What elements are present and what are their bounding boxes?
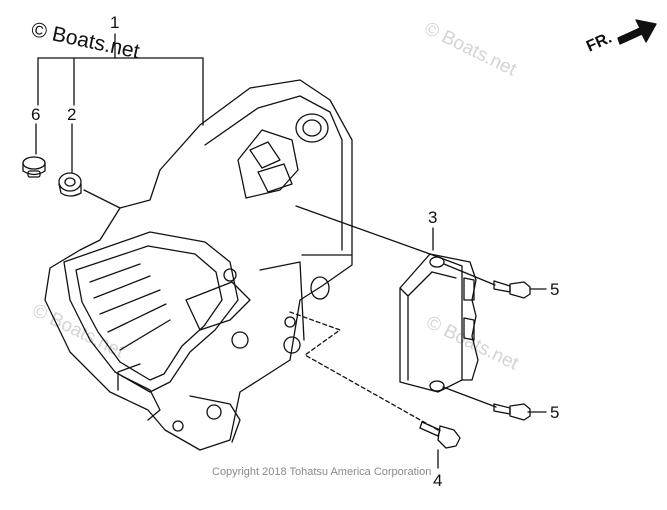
callout-3: 3 (428, 208, 438, 227)
part-6-plug (22, 156, 46, 178)
part-2-grommet (58, 172, 82, 197)
callout-5-lower: 5 (550, 403, 560, 422)
callout-2: 2 (67, 105, 77, 124)
direction-arrow-icon (617, 19, 657, 45)
part-5-bolt-upper (493, 280, 531, 299)
leader-3-to-body (295, 205, 431, 255)
callout-5-upper: 5 (550, 280, 560, 299)
callout-1: 1 (110, 13, 120, 32)
callout-6: 6 (31, 105, 41, 124)
copyright-notice: Copyright 2018 Tohatsu America Corporati… (212, 466, 432, 478)
part-1-housing (44, 79, 353, 451)
leader-2-to-body (83, 189, 121, 209)
callout-4: 4 (433, 471, 443, 490)
part-5-bolt-lower (493, 403, 531, 421)
part-4-bolt (419, 421, 461, 449)
callout-1-bracket (37, 33, 204, 126)
leader-5a-bolt (443, 263, 496, 286)
part-3-unit (399, 253, 479, 393)
leader-5b-bolt (442, 386, 497, 408)
leader-4-dash (289, 311, 439, 431)
